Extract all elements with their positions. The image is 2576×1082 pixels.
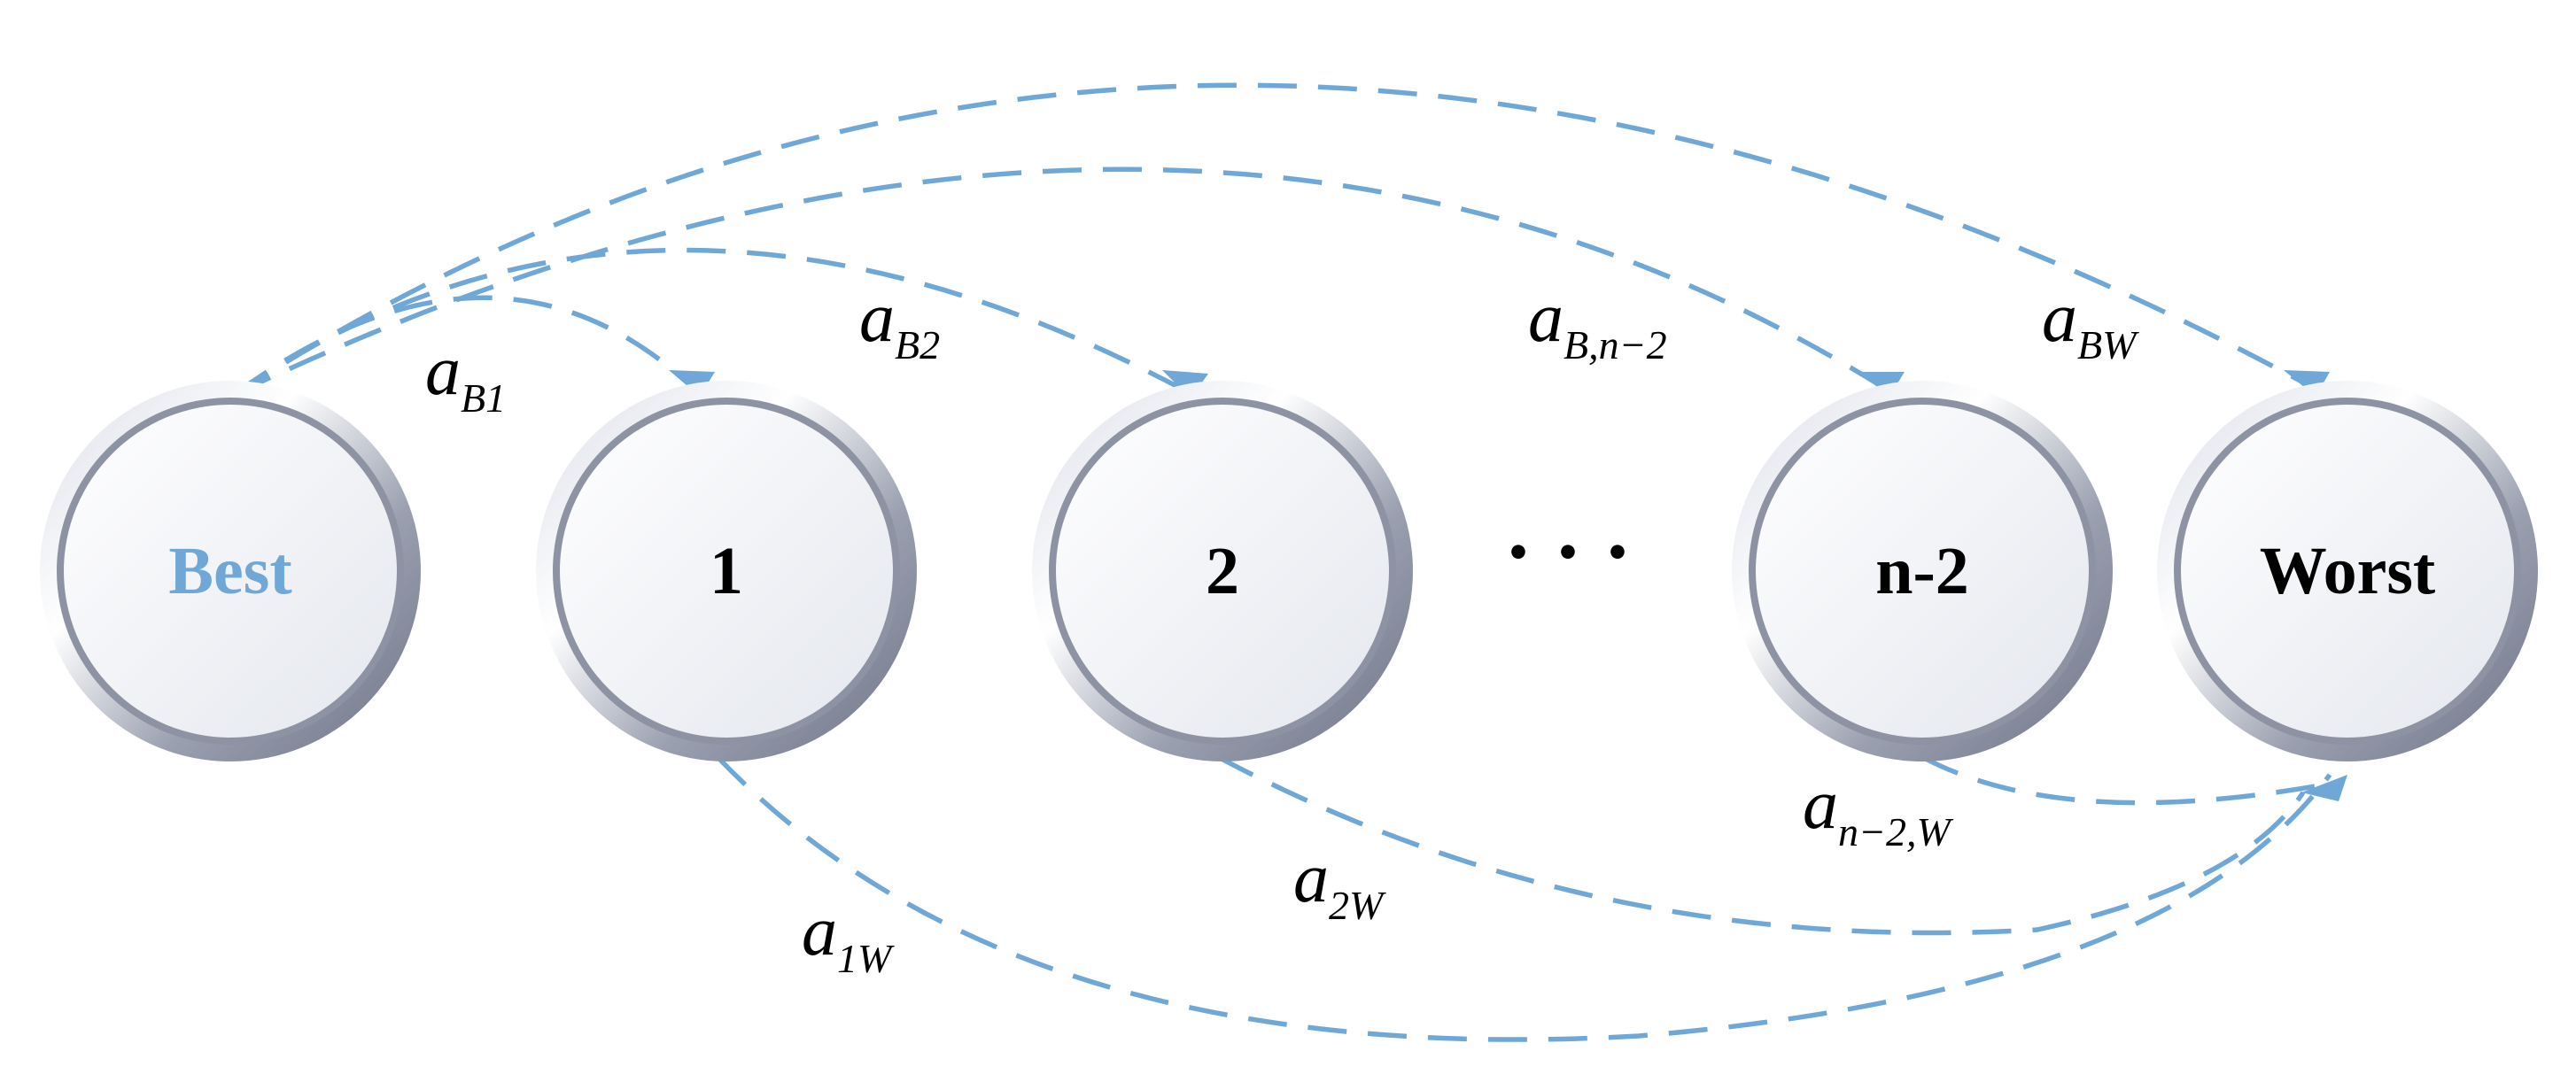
arrowhead-2	[1162, 370, 1208, 398]
edge-label-an2W-sub: n−2,W	[1838, 809, 1954, 854]
edge-label-aBW-sub: BW	[2077, 322, 2139, 367]
edge-label-a2W: a2W	[1293, 839, 1386, 928]
node-label-1: 1	[710, 534, 743, 608]
edge-labels: aB1 aB2 aB,n−2 aBW a1W a2W an−2,W	[425, 279, 2139, 981]
edge-label-a1W: a1W	[802, 893, 895, 981]
node-best: Best	[40, 381, 421, 761]
arc-2-to-worst	[1216, 754, 2306, 936]
nodes: Best 1 2 n-2 Worst	[40, 381, 2538, 761]
node-label-n-2: n-2	[1875, 534, 1969, 608]
arc-n-2-to-worst	[1920, 754, 2331, 806]
edge-label-a2W-sub: 2W	[1329, 883, 1386, 928]
node-label-2: 2	[1206, 534, 1239, 608]
edge-label-aBn2: aB,n−2	[1528, 279, 1667, 367]
arc-best-to-n-2	[233, 166, 1889, 397]
edge-label-aBn2-sub: B,n−2	[1563, 322, 1667, 367]
edge-label-aBn2-main: a	[1528, 279, 1563, 357]
node-1: 1	[536, 381, 917, 761]
arc-1-to-worst	[716, 755, 2332, 1042]
edge-label-aB1-main: a	[425, 332, 461, 410]
node-label-worst: Worst	[2260, 534, 2435, 608]
node-n-2: n-2	[1732, 381, 2113, 761]
edge-label-aBW: aBW	[2042, 279, 2139, 367]
edge-label-an2W-main: a	[1803, 766, 1838, 844]
edge-label-a1W-sub: 1W	[837, 936, 895, 981]
edge-label-a2W-main: a	[1293, 839, 1329, 917]
edge-label-aBW-main: a	[2042, 279, 2077, 357]
edge-label-aB1-sub: B1	[461, 375, 506, 421]
node-2: 2	[1032, 381, 1413, 761]
edge-label-aB1: aB1	[425, 332, 506, 421]
node-worst: Worst	[2157, 381, 2538, 761]
edge-label-aB2-sub: B2	[895, 322, 940, 367]
edge-label-a1W-main: a	[802, 893, 837, 970]
edge-label-an2W: an−2,W	[1803, 766, 1954, 854]
arc-best-to-2	[233, 247, 1193, 397]
arrowhead-into-worst	[2301, 775, 2347, 801]
edge-label-aB2: aB2	[859, 279, 940, 367]
edge-label-aB2-main: a	[859, 279, 895, 357]
arc-best-to-worst	[233, 82, 2318, 397]
arcs	[233, 82, 2332, 1042]
node-label-best: Best	[168, 534, 291, 608]
ellipsis: · · ·	[1504, 504, 1632, 599]
